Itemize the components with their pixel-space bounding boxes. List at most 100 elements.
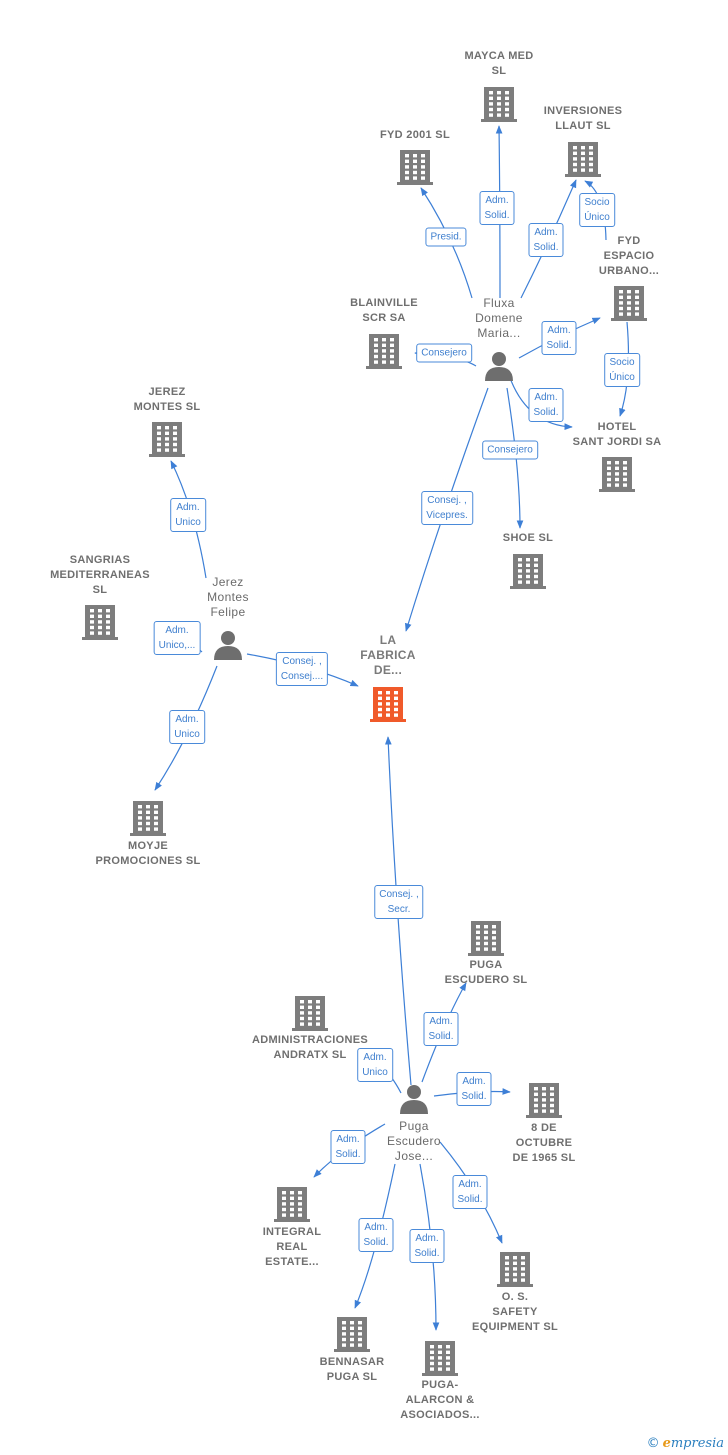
company-name[interactable]: SHOE SL [503, 531, 553, 546]
node-label-line: Jose... [394, 1149, 434, 1163]
relation-label-line: Consej. , [427, 495, 467, 506]
node-label-line: DE... [373, 663, 403, 677]
relation-label-line: Consejero [421, 347, 467, 359]
relation-label-line: Solid. [457, 1194, 483, 1205]
company-name[interactable]: FYD 2001 SL [380, 128, 450, 143]
relation-label[interactable]: Adm.Solid. [541, 321, 577, 355]
node-label-line: Montes [207, 590, 249, 604]
relation-label[interactable]: Adm.Solid. [358, 1218, 394, 1252]
node-label-line: FYD 2001 SL [380, 129, 450, 141]
relation-label-line: Consej. , [379, 889, 419, 900]
company-building-icon[interactable] [130, 801, 166, 836]
company-building-icon[interactable] [422, 1341, 458, 1376]
node-label-line: MEDITERRANEAS [50, 569, 150, 581]
node-label-line: DE 1965 SL [512, 1152, 576, 1164]
company-building-icon[interactable] [497, 1252, 533, 1287]
relation-label-line: Adm. [458, 1179, 482, 1190]
relation-label-line: Adm. [336, 1134, 360, 1145]
relation-label[interactable]: Adm.Unico [170, 498, 206, 532]
relation-label[interactable]: Adm.Solid. [423, 1012, 459, 1046]
node-label-line: INTEGRAL [262, 1226, 322, 1238]
relation-label[interactable]: Adm.Solid. [409, 1229, 445, 1263]
node-label-line: SCR SA [362, 312, 406, 324]
relation-label[interactable]: Adm.Unico [169, 710, 205, 744]
company-building-icon[interactable] [599, 457, 635, 492]
relation-label-line: Adm. [176, 502, 200, 513]
relation-label[interactable]: Consejero [416, 343, 472, 363]
person-icon[interactable] [214, 631, 242, 660]
company-building-icon[interactable] [481, 87, 517, 122]
relation-label[interactable]: Adm.Unico,... [153, 621, 201, 655]
node-label-line: LA [379, 633, 397, 647]
relation-label[interactable]: Adm. Solid. [452, 1175, 488, 1209]
node-label-line: PUGA SL [326, 1371, 378, 1383]
company-building-icon[interactable] [292, 996, 328, 1031]
relation-label-line: Solid. [335, 1149, 361, 1160]
company-building-icon[interactable] [82, 605, 118, 640]
relation-label[interactable]: Adm. Solid. [330, 1130, 366, 1164]
company-building-icon[interactable] [366, 334, 402, 369]
company-building-icon[interactable] [526, 1083, 562, 1118]
relation-label[interactable]: Consejero [482, 440, 538, 460]
node-label-line: MOYJE [127, 840, 169, 852]
node-label-line: MAYCA MED [464, 50, 534, 62]
relation-label-line: Solid. [414, 1248, 440, 1259]
company-building-icon[interactable] [510, 554, 546, 589]
relation-label[interactable]: Consej. , Vicepres. [421, 491, 473, 525]
relation-label[interactable]: Adm.Unico [357, 1048, 393, 1082]
relation-label[interactable]: Consej. ,Secr. [374, 885, 424, 919]
relation-label[interactable]: Adm.Solid. [479, 191, 515, 225]
relation-label[interactable]: Adm.Solid. [456, 1072, 492, 1106]
node-label-line: Fluxa [483, 296, 515, 310]
node-label-line: OCTUBRE [515, 1137, 573, 1149]
relation-label-line: Solid. [533, 242, 559, 253]
person-icon[interactable] [400, 1085, 428, 1114]
relation-label-line: Solid. [428, 1031, 454, 1042]
relation-label[interactable]: Consej. ,Consej.... [275, 652, 329, 686]
node-label-line: SL [92, 584, 108, 596]
company-building-icon[interactable] [468, 921, 504, 956]
company-building-icon[interactable] [149, 422, 185, 457]
relation-label[interactable]: Presid. [425, 227, 467, 247]
relation-label[interactable]: Adm.Solid. [528, 388, 564, 422]
node-label-line: FABRICA [360, 648, 416, 662]
node-label-line: SANT JORDI SA [572, 436, 662, 448]
main-company-building-icon[interactable] [370, 687, 406, 722]
person-icon[interactable] [485, 352, 513, 381]
relation-label-line: Unico [174, 729, 200, 740]
relation-label-line: Unico [362, 1067, 388, 1078]
company-building-icon[interactable] [274, 1187, 310, 1222]
relation-label[interactable]: Adm.Solid. [528, 223, 564, 257]
company-building-icon[interactable] [565, 142, 601, 177]
company-building-icon[interactable] [611, 286, 647, 321]
relation-label-line: Adm. [462, 1076, 486, 1087]
relation-label-line: Vicepres. [426, 510, 468, 521]
company-name[interactable]: PUGA-ALARCON &ASOCIADOS... [400, 1378, 479, 1423]
footer-brand[interactable]: ©empresia [647, 1436, 724, 1451]
brand-initial: e [662, 1436, 671, 1451]
copyright-symbol: © [646, 1436, 660, 1451]
relation-label-line: Adm. [364, 1222, 388, 1233]
company-building-icon[interactable] [397, 150, 433, 185]
company-building-icon[interactable] [334, 1317, 370, 1352]
